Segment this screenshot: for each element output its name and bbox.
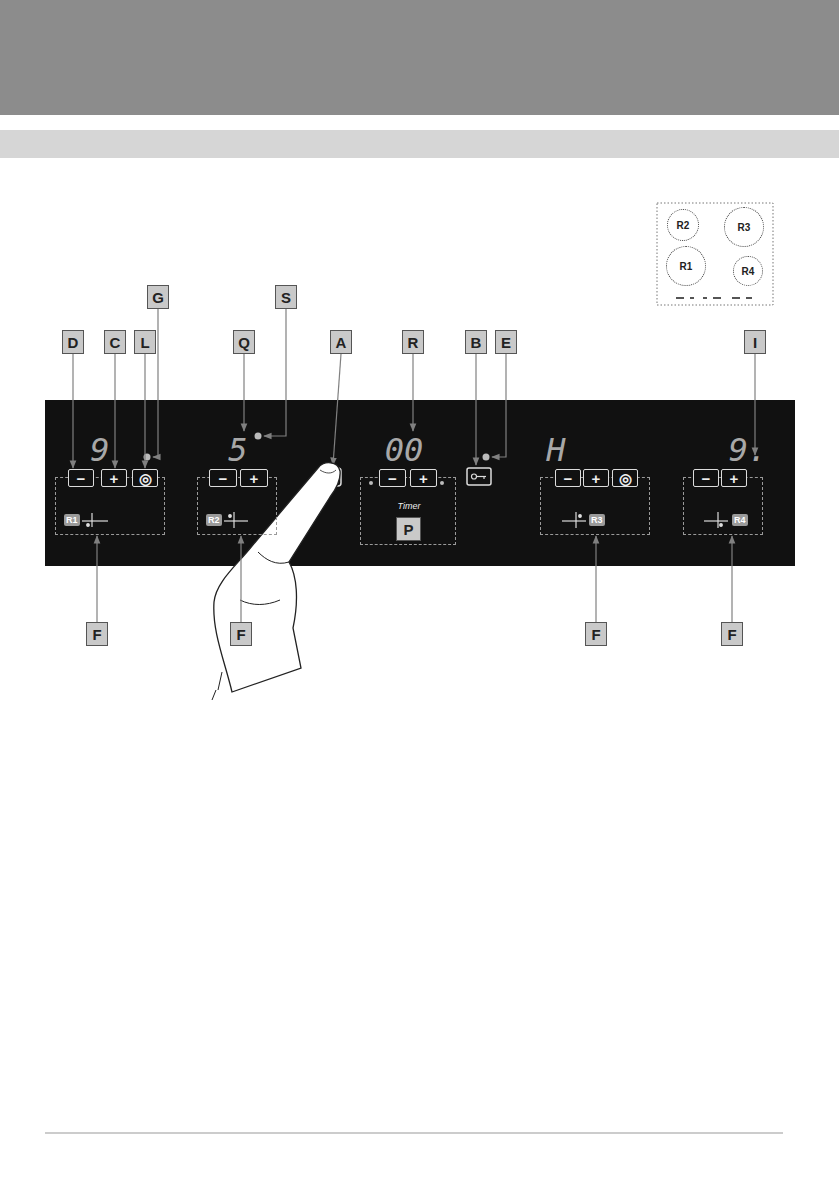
cooking-zone-controls: R1−+◎: [55, 477, 165, 535]
callout-letter-text: D: [68, 334, 79, 351]
callout-letter: S: [275, 285, 297, 309]
button-symbol: ◎: [619, 471, 632, 486]
zone-badge: R3: [589, 514, 605, 526]
callout-letter-text: E: [501, 334, 511, 351]
key-symbol: [472, 474, 487, 479]
hob-map-frame: [657, 203, 773, 305]
leader-arrow: [144, 354, 145, 468]
zone-name: R3: [738, 222, 751, 233]
touch-button: +: [410, 469, 437, 487]
callout-letter: Q: [233, 330, 255, 354]
cooking-zone-controls: R4−+: [683, 477, 763, 535]
callout-letter-text: F: [591, 626, 600, 643]
callout-letter-text: P: [403, 521, 413, 538]
button-symbol: −: [77, 471, 86, 486]
touch-button: −: [693, 469, 719, 487]
hob-map-marks: [676, 297, 752, 299]
callout-letter: G: [147, 285, 169, 309]
display-readout: 9.: [729, 431, 768, 469]
callout-letter: D: [62, 330, 84, 354]
touch-button: −: [555, 469, 581, 487]
header-band: [0, 0, 839, 115]
subheader-band: [0, 130, 839, 158]
zone-badge: R1: [64, 514, 80, 526]
cooking-zone-circle: R4: [733, 256, 763, 286]
touch-button: +: [583, 469, 609, 487]
touch-button: ◎: [132, 469, 158, 487]
callout-letter-text: Q: [238, 334, 250, 351]
callout-letter: R: [402, 330, 424, 354]
leader-arrow: [72, 354, 73, 468]
footer-rule: [45, 1133, 783, 1134]
button-symbol: +: [419, 471, 428, 486]
cooking-zone-controls: R2−+: [197, 477, 277, 535]
callout-letter: P: [396, 517, 421, 541]
callout-letter-text: G: [152, 289, 164, 306]
zone-name: R4: [742, 266, 755, 277]
callout-letter: L: [134, 330, 156, 354]
callout-letter: F: [86, 622, 108, 646]
touch-button: −: [209, 469, 237, 487]
button-symbol: +: [250, 471, 259, 486]
button-symbol: +: [110, 471, 119, 486]
leader-arrow: [96, 536, 97, 622]
callout-letter-text: A: [336, 334, 347, 351]
callout-letter: B: [465, 330, 487, 354]
touch-button: −: [68, 469, 94, 487]
callout-letter-text: F: [727, 626, 736, 643]
lock-button: [467, 468, 491, 485]
callout-letter: F: [585, 622, 607, 646]
zone-badge: R4: [732, 514, 748, 526]
cooking-zone-circle: R1: [666, 246, 706, 286]
cooking-zone-circle: R2: [667, 209, 699, 241]
button-symbol: −: [564, 471, 573, 486]
callout-letter-text: B: [471, 334, 482, 351]
timer-label: Timer: [398, 501, 421, 511]
callout-letter-text: L: [140, 334, 149, 351]
zone-name: R2: [677, 220, 690, 231]
display-readout: 9: [90, 431, 109, 469]
callout-letter-text: C: [110, 334, 121, 351]
callout-letter: F: [721, 622, 743, 646]
callout-letter: I: [744, 330, 766, 354]
display-readout: 00: [385, 431, 424, 469]
callout-letter: E: [495, 330, 517, 354]
cooking-zone-circle: R3: [724, 207, 764, 247]
button-symbol: +: [592, 471, 601, 486]
callout-letter-text: F: [92, 626, 101, 643]
touch-button: +: [721, 469, 747, 487]
touch-button: +: [101, 469, 127, 487]
callout-letter: A: [330, 330, 352, 354]
button-symbol: −: [702, 471, 711, 486]
display-readout: H: [546, 431, 565, 469]
zone-name: R1: [680, 261, 693, 272]
callout-letter-text: R: [408, 334, 419, 351]
cooking-zone-controls: R3−+◎: [540, 477, 650, 535]
leader-arrow: [595, 536, 596, 622]
touch-button: +: [240, 469, 268, 487]
callout-letter-text: S: [281, 289, 291, 306]
callout-letter-text: F: [236, 626, 245, 643]
touch-button: ◎: [612, 469, 638, 487]
touch-button: −: [379, 469, 406, 487]
leader-arrow: [731, 536, 732, 622]
callout-letter-text: I: [753, 334, 757, 351]
display-readout: 5: [228, 431, 247, 469]
leader-arrow: [114, 354, 115, 468]
button-symbol: +: [730, 471, 739, 486]
callout-letter: C: [104, 330, 126, 354]
leader-arrow: [240, 536, 241, 622]
button-symbol: −: [219, 471, 228, 486]
button-symbol: ◎: [139, 471, 152, 486]
zone-badge: R2: [206, 514, 222, 526]
button-symbol: −: [388, 471, 397, 486]
cooking-zone-controls: Timer−+P: [360, 477, 456, 545]
callout-letter: F: [230, 622, 252, 646]
